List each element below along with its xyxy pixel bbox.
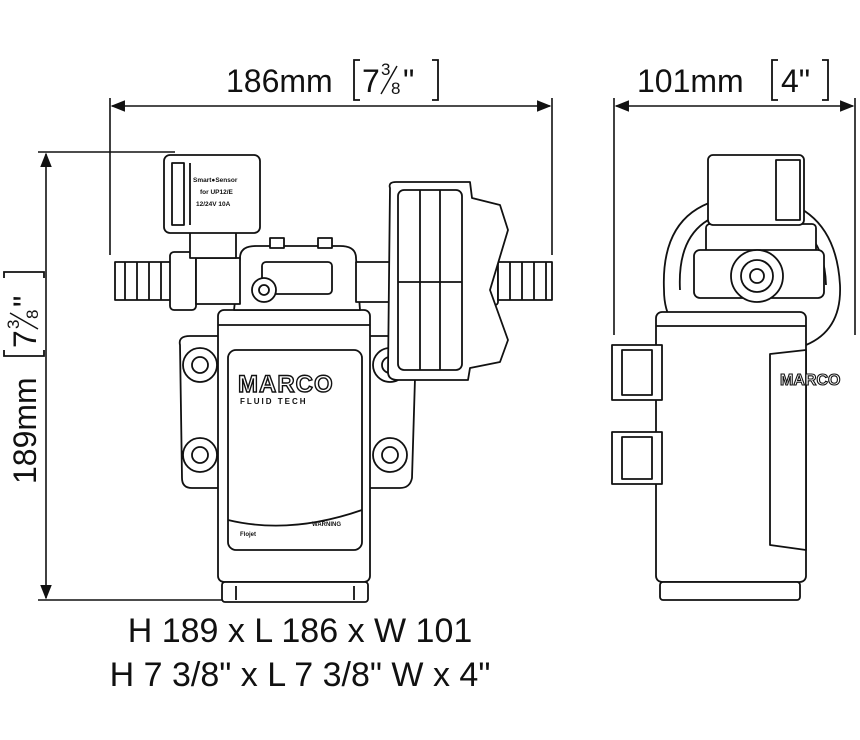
side-sensor-switch: [707, 154, 805, 226]
width-label: 101mm 4": [637, 59, 829, 101]
pump-front-view: Flojet WARNING: [114, 154, 553, 603]
inlet-port: [114, 251, 241, 311]
switch-label-3: 12/24V 10A: [196, 201, 231, 208]
svg-text:4": 4": [781, 63, 810, 99]
svg-text:Flojet: Flojet: [240, 532, 256, 538]
svg-text:189mm: 189mm: [7, 377, 43, 484]
switch-label-1: Smart●Sensor: [193, 177, 238, 184]
svg-text:": ": [403, 63, 414, 99]
svg-text:8: 8: [23, 310, 42, 319]
svg-text:7: 7: [362, 63, 380, 99]
length-label: 186mm 7 3 8 ": [226, 59, 439, 101]
caption-imperial: H 7 3/8" x L 7 3/8" W x 4": [109, 656, 491, 694]
height-label: 189mm 7 3 8 ": [3, 271, 45, 484]
width-dimension: [613, 98, 856, 335]
svg-text:3: 3: [4, 320, 23, 329]
side-mounting-feet: [611, 344, 663, 485]
svg-text:8: 8: [391, 79, 400, 98]
svg-text:WARNING: WARNING: [312, 522, 341, 528]
side-brand-label: MARCO: [780, 372, 840, 389]
brand-sub-label: FLUID TECH: [240, 397, 308, 406]
switch-label-2: for UP12/E: [200, 189, 234, 196]
length-dimension: [109, 98, 553, 255]
svg-text:": ": [7, 296, 43, 307]
motor-base: [221, 581, 369, 603]
pump-side-view: [611, 154, 841, 601]
svg-text:186mm: 186mm: [226, 63, 333, 99]
svg-text:7: 7: [7, 330, 43, 348]
brand-label: MARCO: [238, 371, 334, 398]
height-dimension: [38, 151, 222, 601]
side-head: [693, 223, 825, 303]
sensor-switch: [163, 154, 261, 259]
caption-metric: H 189 x L 186 x W 101: [127, 612, 473, 650]
svg-text:101mm: 101mm: [637, 63, 744, 99]
svg-text:3: 3: [381, 60, 390, 79]
strainer: [387, 181, 509, 381]
side-base: [659, 581, 801, 601]
